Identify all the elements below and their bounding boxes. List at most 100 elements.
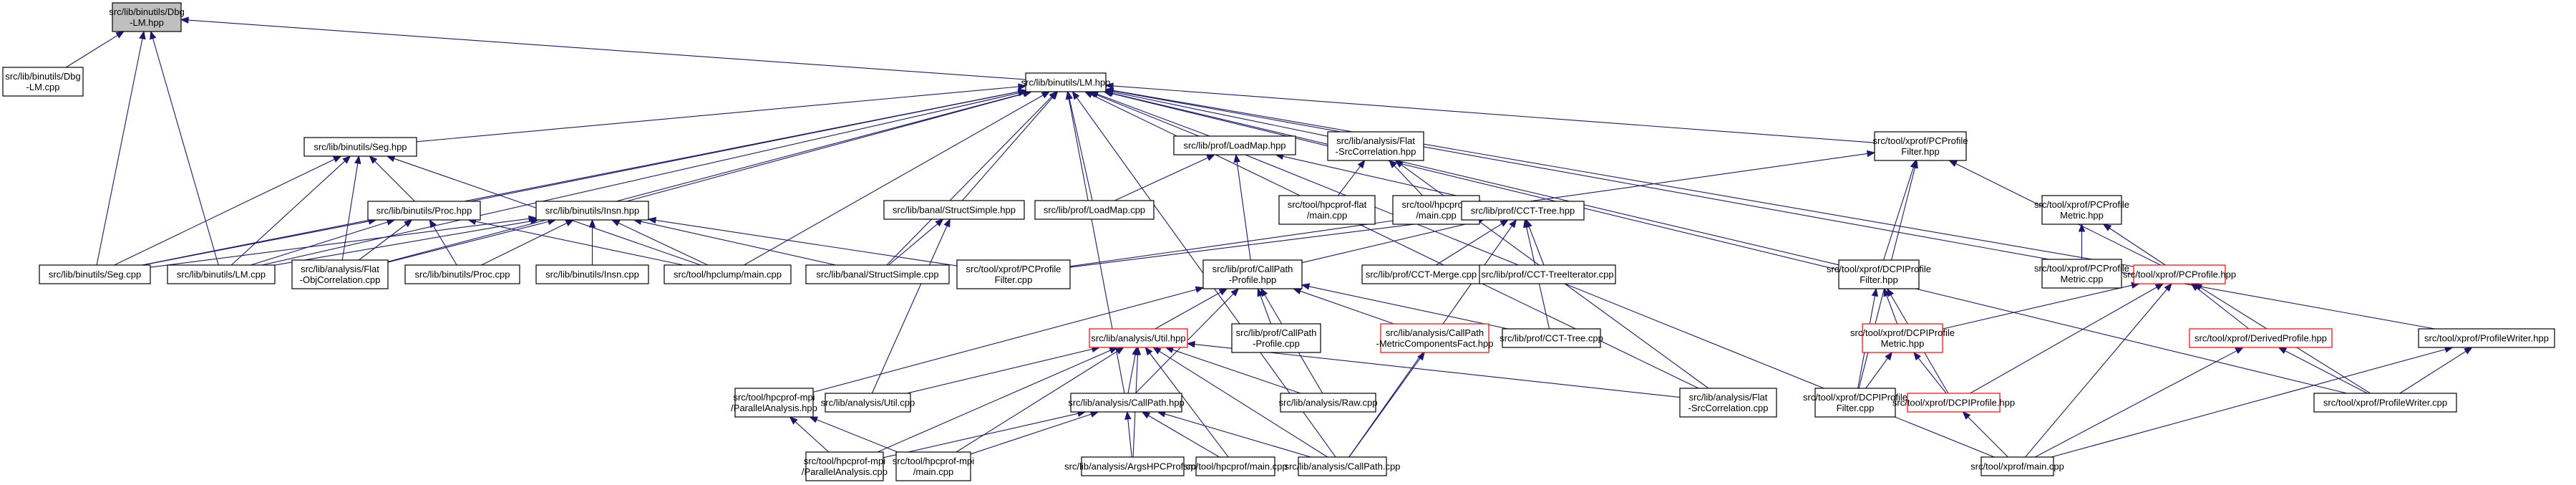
node-box [734, 388, 814, 418]
edge-line [2197, 287, 2250, 330]
graph-node-pwriter-cpp[interactable]: src/tool/xprof/ProfileWriter.cpp [2313, 393, 2457, 413]
graph-node-hpcprof-flat-cpp[interactable]: src/tool/hpcprof-flat/main.cpp [1278, 195, 1376, 225]
graph-node-cctmerge-cpp[interactable]: src/lib/prof/CCT-Merge.cpp [1361, 264, 1481, 284]
node-label: src/lib/banal/StructSimple.cpp [816, 269, 938, 280]
graph-node-objcorr-cpp[interactable]: src/lib/analysis/Flat-ObjCorrelation.cpp [291, 259, 389, 289]
node-box [2189, 328, 2333, 348]
graph-node-seg-cpp[interactable]: src/lib/binutils/Seg.cpp [39, 264, 151, 284]
graph-node-structsimple-hpp[interactable]: src/lib/banal/StructSimple.hpp [883, 200, 1025, 220]
edge-loadmap_hpp-to-lm_hpp [1089, 91, 1210, 137]
graph-node-parallel-cpp[interactable]: src/tool/hpcprof-mpi/ParallelAnalysis.cp… [802, 451, 888, 481]
graph-node-loadmap-cpp[interactable]: src/lib/prof/LoadMap.cpp [1034, 200, 1155, 220]
graph-node-proc-cpp[interactable]: src/lib/binutils/Proc.cpp [404, 264, 520, 284]
edge-line [1068, 98, 1125, 394]
arrowhead-icon [2464, 347, 2473, 355]
graph-node-xprof-main-cpp[interactable]: src/tool/xprof/main.cpp [1970, 456, 2064, 476]
graph-node-ccttree-cpp[interactable]: src/lib/prof/CCT-Tree.cpp [1500, 328, 1603, 348]
node-box [895, 451, 971, 481]
edge-line [251, 221, 388, 266]
edge-line [618, 222, 709, 266]
arrowhead-icon [943, 218, 951, 228]
arrowhead-icon [2164, 282, 2172, 292]
graph-node-metriccomp-hpp[interactable]: src/lib/analysis/CallPath-MetricComponen… [1376, 323, 1494, 353]
node-label: src/lib/analysis/Util.hpp [1091, 333, 1185, 344]
edge-line [1172, 349, 1301, 394]
graph-node-proc-hpp[interactable]: src/lib/binutils/Proc.hpp [367, 201, 481, 221]
edge-line [744, 95, 1044, 266]
graph-node-hpclump-cpp[interactable]: src/tool/hpclump/main.cpp [664, 264, 792, 284]
graph-node-lm-hpp[interactable]: src/lib/binutils/LM.hpp [1021, 72, 1111, 92]
graph-node-derived-hpp[interactable]: src/tool/xprof/DerivedProfile.hpp [2189, 328, 2333, 348]
graph-node-cctiter-cpp[interactable]: src/lib/prof/CCT-TreeIterator.cpp [1479, 264, 1616, 284]
edge-lm_cpp-to-seg_hpp [230, 155, 351, 266]
graph-node-callpathprof-cpp[interactable]: src/lib/prof/CallPath-Profile.cpp [1231, 323, 1321, 353]
graph-node-insn-cpp[interactable]: src/lib/binutils/Insn.cpp [535, 264, 649, 284]
graph-node-structsimple-cpp[interactable]: src/lib/banal/StructSimple.cpp [805, 264, 950, 284]
node-box [1070, 393, 1182, 413]
graph-node-hpcprof-main-cpp[interactable]: src/tool/hpcprof/main.cpp [1183, 456, 1288, 476]
node-label: src/tool/xprof/DCPIProfile [1803, 392, 1907, 403]
graph-node-srccorr-cpp[interactable]: src/lib/analysis/Flat-SrcCorrelation.cpp [1679, 388, 1777, 418]
graph-node-mpi-main-cpp[interactable]: src/tool/hpcprof-mpi/main.cpp [893, 451, 974, 481]
node-label: -LM.hpp [130, 17, 164, 28]
graph-node-argshpc-cpp[interactable]: src/lib/analysis/ArgsHPCProf.cpp [1064, 456, 1201, 476]
edge-line [877, 350, 1111, 453]
edge-line [2109, 228, 2166, 266]
graph-node-dcpiprofile-hpp[interactable]: src/tool/xprof/DCPIProfile.hpp [1892, 393, 2015, 413]
graph-node-util-cpp[interactable]: src/lib/analysis/Util.cpp [821, 393, 915, 413]
arrowhead-icon [1152, 347, 1162, 355]
arrowhead-icon [1871, 287, 1879, 297]
graph-node-ccttree-hpp[interactable]: src/lib/prof/CCT-Tree.hpp [1461, 201, 1585, 221]
node-box [1231, 323, 1321, 353]
graph-node-callpath-hpp[interactable]: src/lib/analysis/CallPath.hpp [1068, 393, 1185, 413]
edge-dcpipf_hpp-to-pcpf_hpp [1882, 159, 1917, 261]
edge-hpclump_cpp-to-lm_hpp [744, 91, 1051, 266]
node-box [367, 201, 481, 221]
graph-node-callpath-cpp[interactable]: src/lib/analysis/CallPath.cpp [1285, 456, 1401, 476]
edge-line [96, 38, 143, 266]
node-label: src/tool/xprof/DerivedProfile.hpp [2195, 333, 2327, 344]
graph-node-dbglm-hpp[interactable]: src/lib/binutils/Dbg-LM.hpp [109, 2, 185, 32]
edge-line [416, 86, 1019, 143]
graph-node-lm-cpp[interactable]: src/lib/binutils/LM.cpp [167, 264, 276, 284]
arrowhead-icon [180, 16, 189, 24]
graph-node-loadmap-hpp[interactable]: src/lib/prof/LoadMap.hpp [1173, 135, 1296, 155]
edge-hpclump_cpp-to-proc_hpp [467, 218, 684, 266]
graph-node-raw-cpp[interactable]: src/lib/analysis/Raw.cpp [1279, 393, 1378, 413]
graph-node-dbglm-cpp[interactable]: src/lib/binutils/Dbg-LM.cpp [2, 67, 84, 97]
graph-node-seg-hpp[interactable]: src/lib/binutils/Seg.hpp [303, 137, 417, 157]
graph-node-insn-hpp[interactable]: src/lib/binutils/Insn.hpp [535, 201, 649, 221]
arrowhead-icon [354, 155, 361, 165]
graph-node-srccorr-hpp[interactable]: src/lib/analysis/Flat-SrcCorrelation.hpp [1327, 131, 1424, 161]
edge-callpath_hpp-to-lm_hpp [1065, 90, 1125, 394]
edge-callpathprof_hpp-to-loadmap_hpp [1233, 153, 1251, 261]
edge-line [152, 38, 219, 266]
edge-line [274, 221, 531, 266]
edge-seg_cpp-to-lm_hpp [142, 88, 1027, 266]
edge-line [1236, 161, 1251, 261]
edge-line [1528, 226, 1545, 266]
node-box [1380, 323, 1489, 353]
graph-node-callpathprof-hpp[interactable]: src/lib/prof/CallPath-Profile.hpp [1202, 259, 1303, 289]
graph-node-util-hpp[interactable]: src/lib/analysis/Util.hpp [1089, 328, 1188, 348]
node-label: src/lib/analysis/ArgsHPCProf.cpp [1064, 461, 1201, 472]
edge-line [387, 93, 1024, 262]
arrowhead-icon [1523, 219, 1530, 229]
node-box [1814, 388, 1896, 418]
graph-node-pwriter-hpp[interactable]: src/tool/xprof/ProfileWriter.hpp [2418, 328, 2555, 348]
graph-node-parallel-hpp[interactable]: src/tool/hpcprof-mpi/ParallelAnalysis.hp… [731, 388, 817, 418]
edge-structsimple_cpp-to-insn_hpp [633, 218, 836, 266]
node-label: src/lib/binutils/Proc.cpp [415, 269, 510, 280]
node-label: src/lib/binutils/Seg.cpp [49, 269, 141, 280]
graph-node-pcprofile-hpp[interactable]: src/tool/xprof/PCProfile.hpp [2123, 264, 2236, 284]
edge-hpcprof_main_cpp-to-callpath_hpp [1141, 411, 1220, 458]
edge-callpath_cpp-to-metriccomp_hpp [1348, 351, 1425, 458]
arrowhead-icon [386, 155, 396, 162]
